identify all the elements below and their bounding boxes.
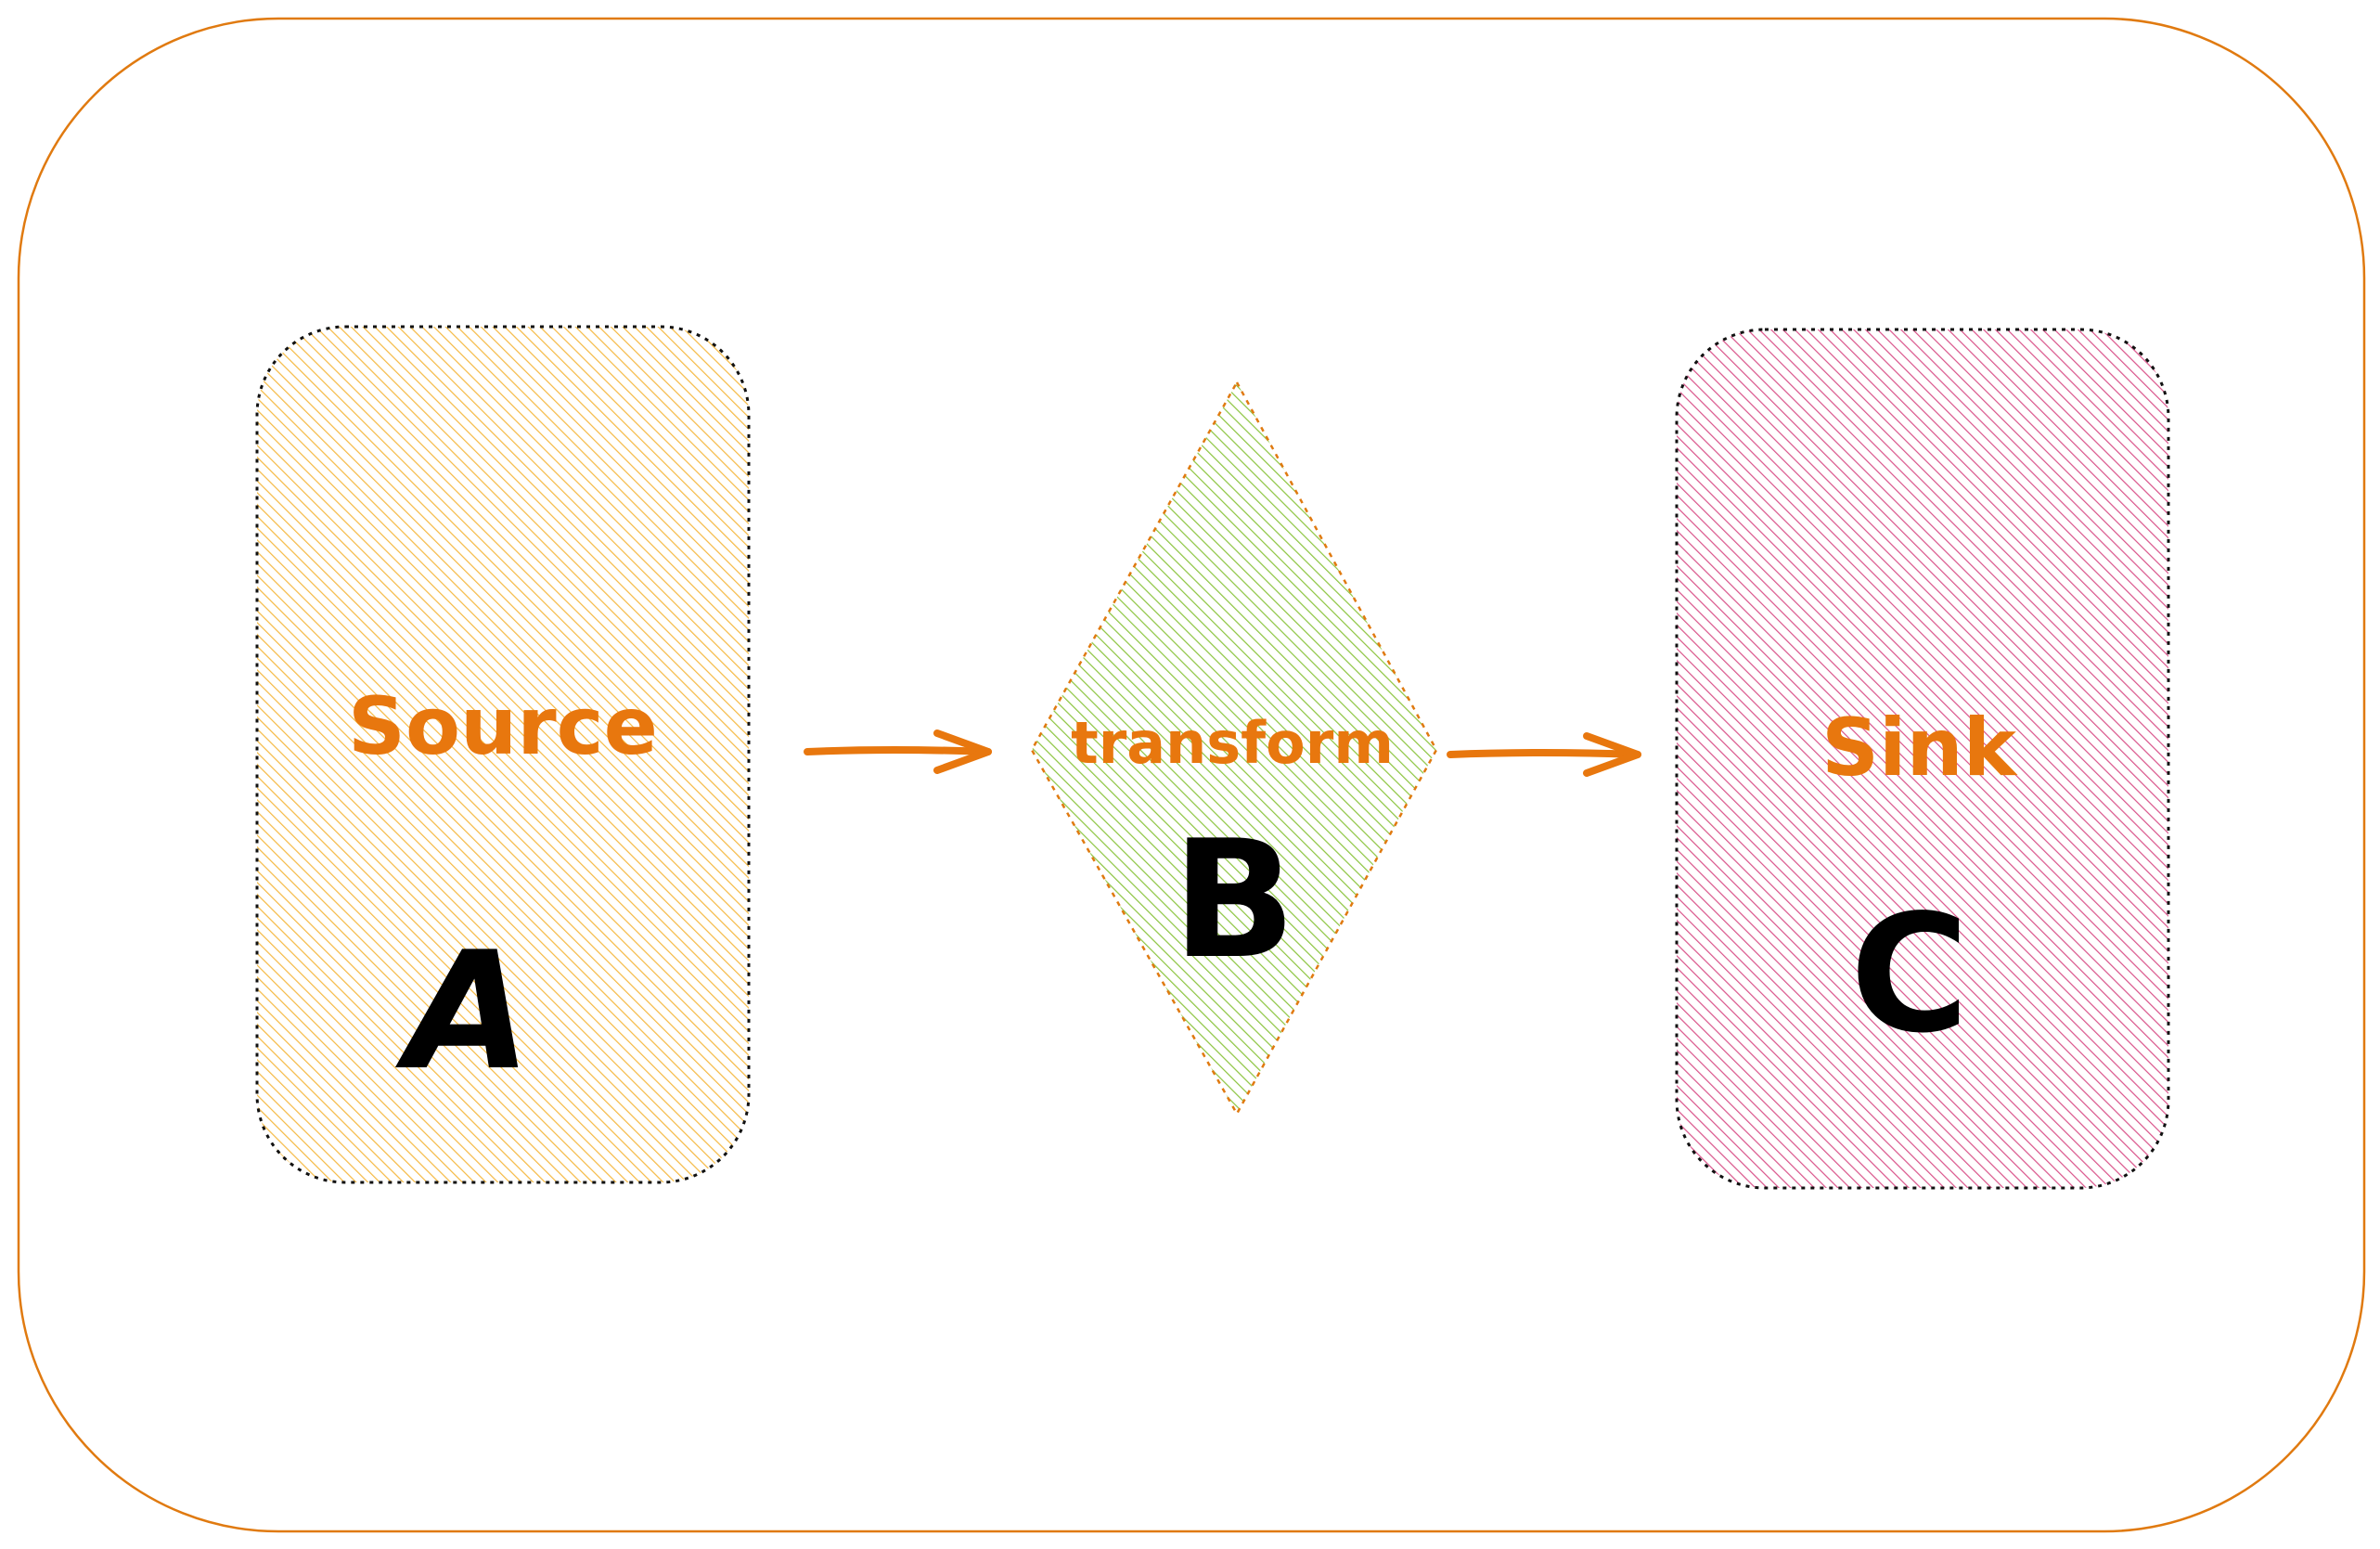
arrow-head: [933, 729, 992, 774]
arrow-shaft: [1447, 749, 1641, 758]
sink-label: Sink: [1821, 702, 2018, 794]
transform-letter: B: [1172, 807, 1295, 995]
source-node[interactable]: Source A: [255, 325, 751, 1184]
arrow-source-to-transform: [804, 729, 992, 774]
sink-letter: C: [1850, 881, 1969, 1069]
arrow-shaft: [804, 746, 992, 755]
transform-label: transform: [1071, 709, 1394, 777]
arrow-transform-to-sink: [1447, 732, 1641, 777]
source-letter: A: [394, 918, 531, 1106]
source-box: [255, 325, 751, 1184]
arrow-head: [1583, 732, 1641, 777]
sink-node[interactable]: Sink C: [1675, 328, 2170, 1190]
source-label: Source: [348, 680, 658, 773]
transform-node[interactable]: transform B: [1030, 380, 1438, 1117]
transform-diamond: [1030, 380, 1438, 1117]
sink-box: [1675, 328, 2170, 1190]
